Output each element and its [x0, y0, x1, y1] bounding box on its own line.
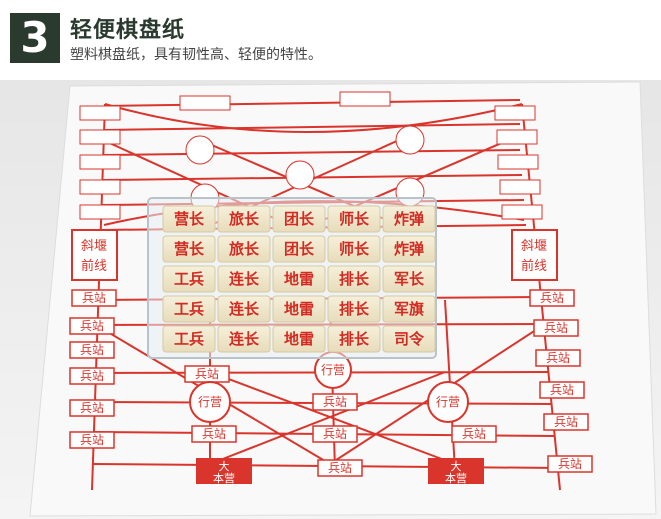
station-label: 兵站 [540, 291, 564, 305]
hq-bottom-text: 本营 [213, 471, 235, 485]
chess-tile [272, 265, 326, 293]
station-label: 兵站 [80, 433, 104, 447]
chess-tile [272, 235, 326, 263]
chess-tile-label: 排长 [339, 300, 370, 318]
station-label: 兵站 [80, 343, 104, 357]
front-line-top-text-right: 斜堰 [521, 239, 547, 254]
product-photo: 斜堰 前线 斜堰 前线 兵站 兵站 兵站 兵站 兵站 兵站 兵站 兵站 [0, 80, 661, 519]
hq-bottom-text: 本营 [445, 471, 467, 485]
chess-tile [327, 295, 381, 323]
chess-tile-label: 排长 [339, 270, 370, 288]
chess-tile [162, 235, 216, 263]
station-label: 兵站 [323, 427, 347, 441]
station-label: 兵站 [80, 369, 104, 383]
station-label: 兵站 [323, 395, 347, 409]
chess-tile-label: 连长 [229, 330, 260, 348]
camps: 行营 行营 行营 [189, 351, 469, 423]
chess-tile-label: 连长 [229, 300, 260, 318]
front-line-bottom-text-right: 前线 [521, 258, 547, 274]
chess-tile-label: 旅长 [229, 210, 260, 228]
chess-tile [327, 265, 381, 293]
chess-tile-label: 连长 [229, 270, 260, 288]
chess-tile [382, 325, 436, 353]
station-label: 兵站 [80, 401, 104, 415]
chess-tile [272, 325, 326, 353]
chess-tile [217, 325, 271, 353]
chess-tile [327, 205, 381, 233]
chess-tile-label: 工兵 [174, 300, 204, 318]
page-title: 轻便棋盘纸 [70, 18, 186, 43]
station-label: 兵站 [195, 367, 219, 381]
chess-tile-label: 地雷 [284, 330, 314, 348]
station-label: 兵站 [462, 427, 486, 441]
chess-tile-label: 团长 [284, 210, 315, 228]
chess-tile-label: 营长 [174, 240, 205, 258]
chess-tile-label: 师长 [339, 210, 370, 228]
station-label: 兵站 [554, 415, 578, 429]
chess-tile-label: 司令 [394, 330, 425, 348]
front-line-label-right: 斜堰 前线 [511, 229, 558, 281]
chess-tile-label: 工兵 [174, 270, 204, 288]
station-label: 兵站 [558, 457, 582, 471]
chess-tile-label: 工兵 [174, 330, 204, 348]
chess-tile-label: 排长 [339, 330, 370, 348]
chess-tile [272, 205, 326, 233]
chess-tile [327, 325, 381, 353]
camp-label: 行营 [436, 395, 460, 409]
header: 3 轻便棋盘纸 塑料棋盘纸，具有韧性高、轻便的特性。 [0, 0, 661, 80]
chess-tile-label: 地雷 [284, 270, 314, 288]
front-line-label-left: 斜堰 前线 [71, 229, 118, 281]
station-label: 兵站 [544, 321, 568, 335]
tile-grid: 营长营长工兵工兵工兵旅长旅长连长连长连长团长团长地雷地雷地雷师长师长排长排长排长… [162, 205, 436, 353]
hq-top-text: 大 [451, 459, 462, 473]
chess-tile [272, 295, 326, 323]
camp-label: 行营 [198, 395, 222, 409]
chess-tile-label: 师长 [339, 240, 370, 258]
chess-tile [382, 265, 436, 293]
step-number-badge: 3 [10, 13, 60, 63]
chess-tile [382, 295, 436, 323]
chess-tile [382, 235, 436, 263]
board-paper-illustration: 斜堰 前线 斜堰 前线 兵站 兵站 兵站 兵站 兵站 兵站 兵站 兵站 [0, 80, 661, 519]
station-label: 兵站 [550, 383, 574, 397]
chess-tile [327, 235, 381, 263]
chess-tile [162, 265, 216, 293]
chess-tile [162, 295, 216, 323]
chess-tile [217, 295, 271, 323]
chess-tile [217, 265, 271, 293]
chess-tile-label: 营长 [174, 210, 205, 228]
chess-tile [162, 205, 216, 233]
chess-tile-label: 炸弹 [394, 240, 424, 258]
chess-tile [217, 235, 271, 263]
front-line-top-text-left: 斜堰 [81, 239, 107, 254]
chess-tile-label: 团长 [284, 240, 315, 258]
page-subtitle: 塑料棋盘纸，具有韧性高、轻便的特性。 [70, 47, 322, 63]
hq-top-text: 大 [219, 459, 230, 473]
bottom-stations: 兵站 兵站 兵站 兵站 兵站 兵站 兵站 兵站 兵站 兵站 兵站 兵站 兵站 [69, 289, 593, 477]
chess-tile-label: 旅长 [229, 240, 260, 258]
chess-tile-label: 军旗 [394, 300, 424, 318]
station-label: 兵站 [82, 291, 106, 305]
chess-tile-label: 地雷 [284, 300, 314, 318]
station-label: 兵站 [202, 427, 226, 441]
chess-tile-label: 炸弹 [394, 210, 424, 228]
headquarters-left: 大 本营 [196, 458, 252, 485]
chess-tile [382, 205, 436, 233]
headquarters-right: 大 本营 [428, 458, 484, 485]
station-label: 兵站 [546, 351, 570, 365]
chess-tile [162, 325, 216, 353]
station-label: 兵站 [328, 461, 352, 475]
camp-label: 行营 [321, 363, 345, 377]
front-line-bottom-text-left: 前线 [81, 258, 107, 274]
station-label: 兵站 [80, 319, 104, 333]
chess-tile [217, 205, 271, 233]
chess-tile-label: 军长 [394, 270, 425, 288]
